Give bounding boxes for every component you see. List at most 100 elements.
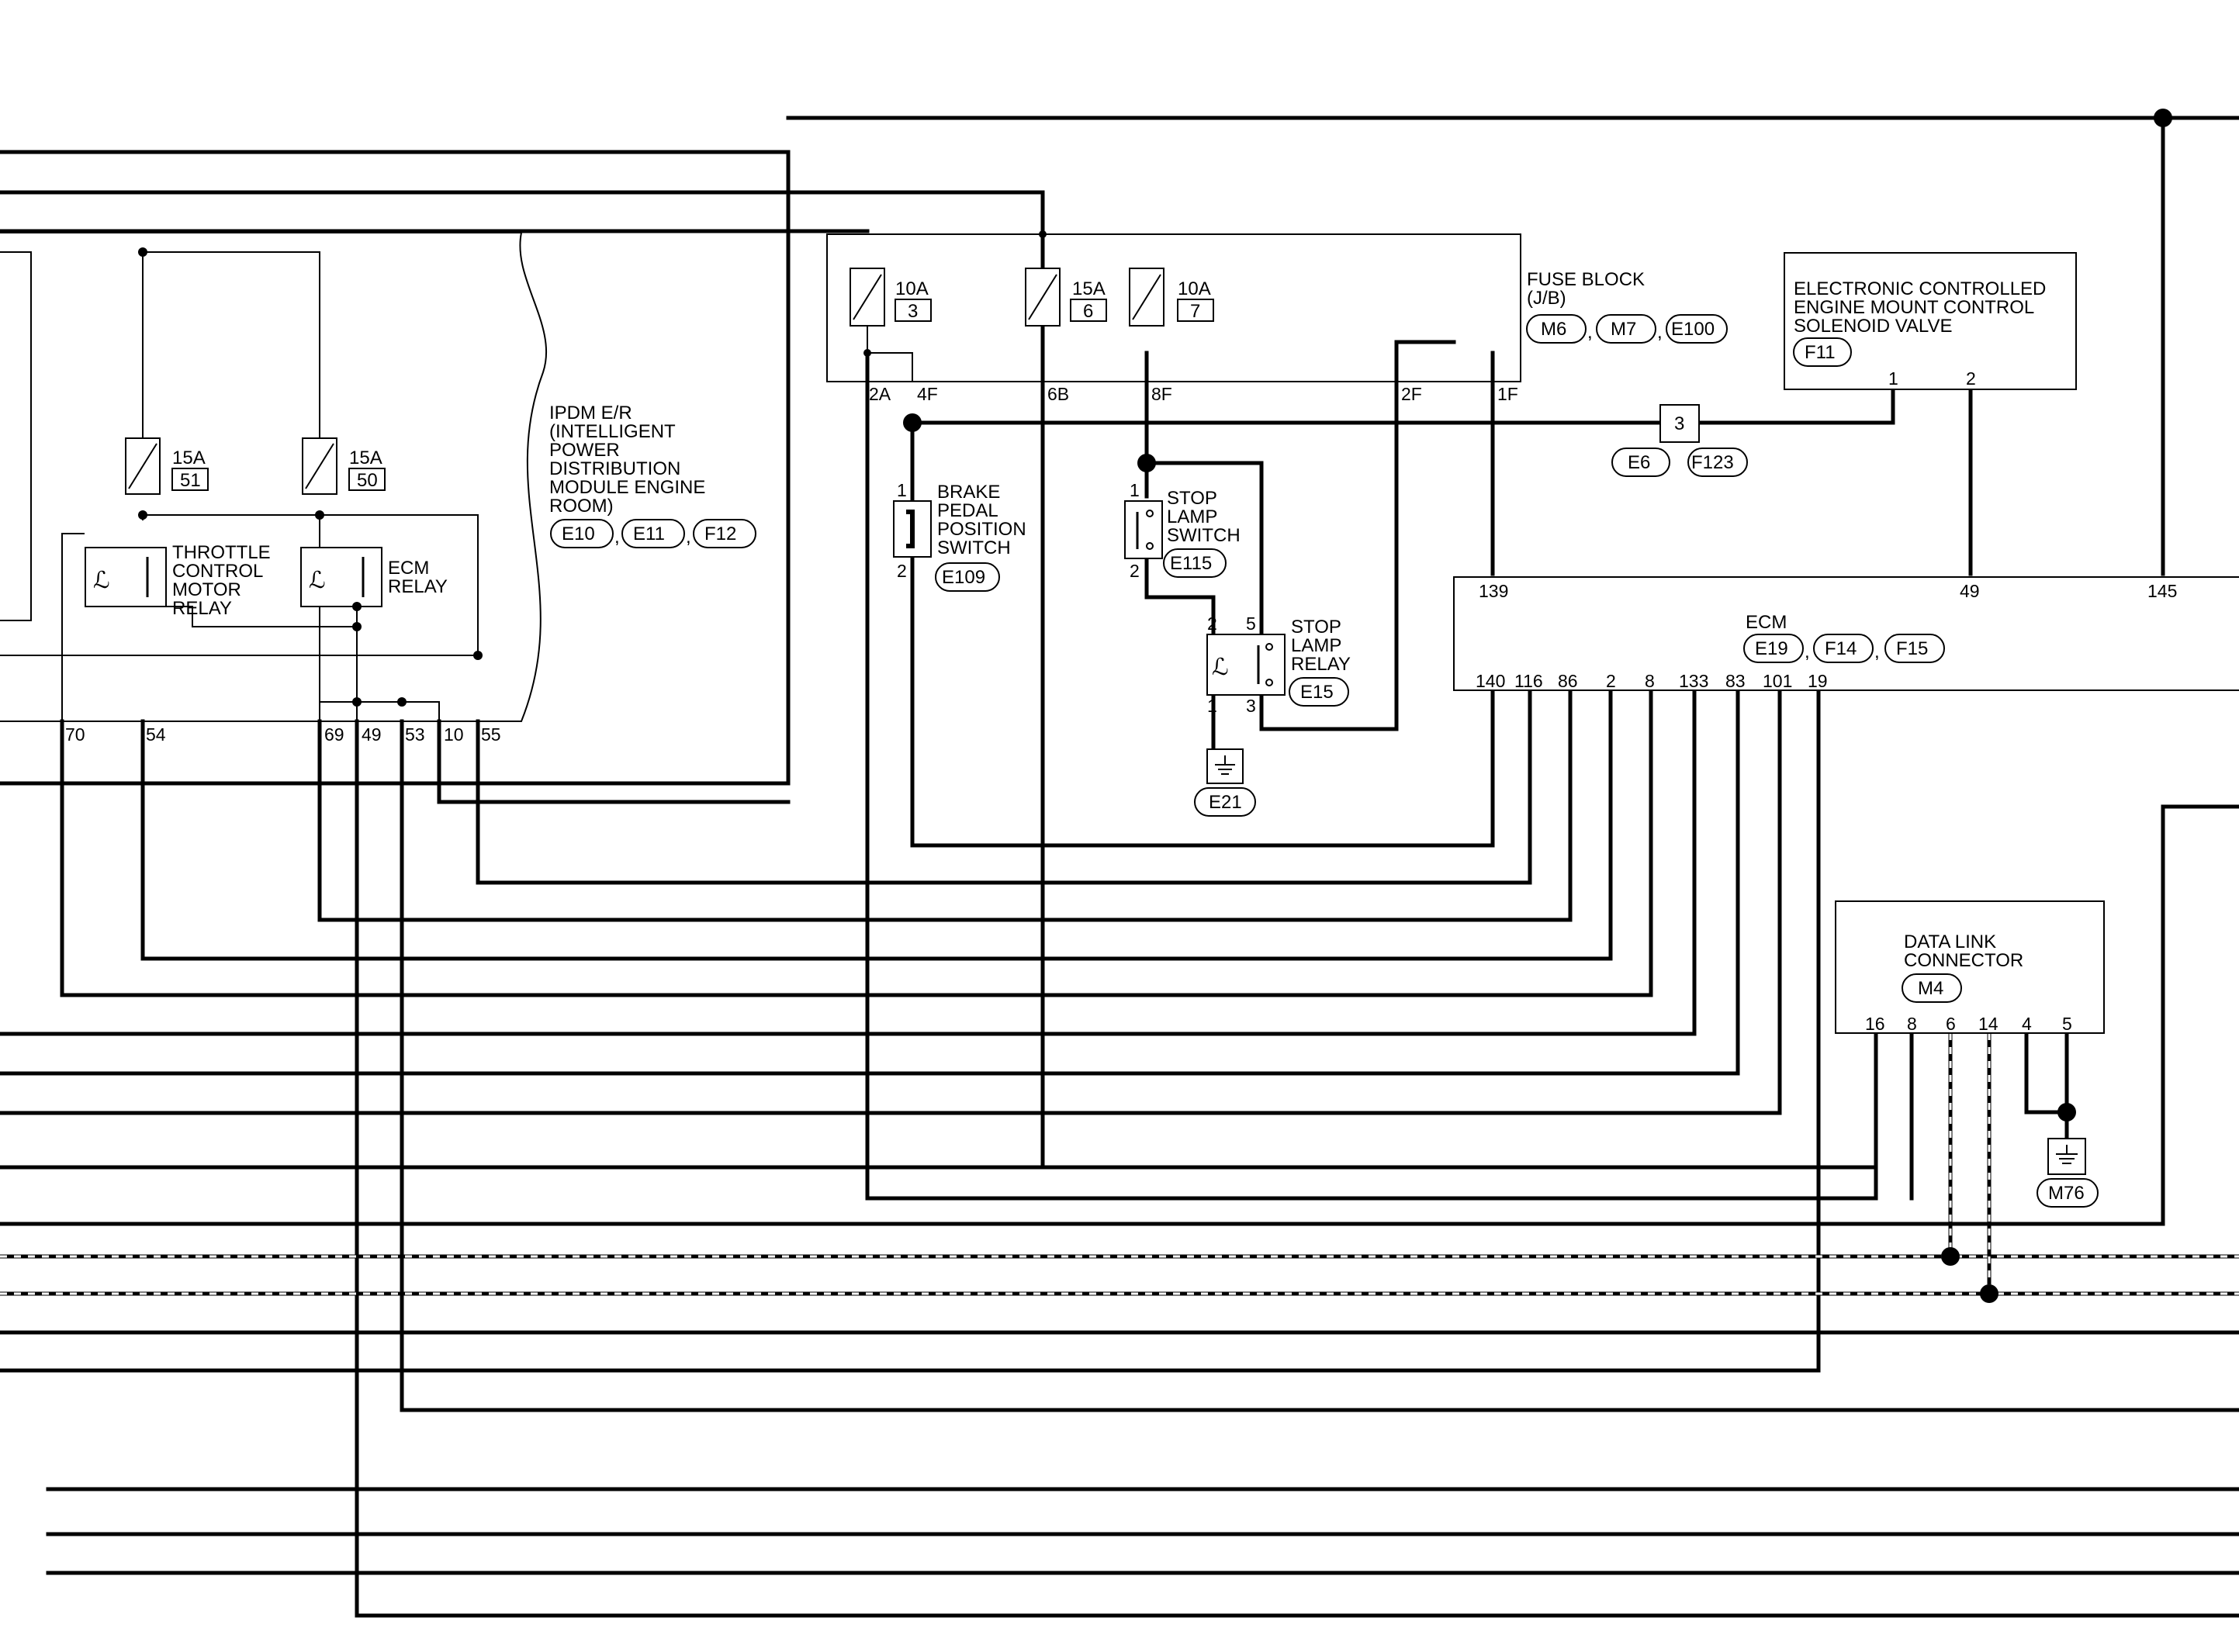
ecm-bottom-pin: 133	[1679, 671, 1708, 691]
wire-ecm-19	[0, 688, 1821, 1373]
junction-dot	[138, 510, 147, 520]
fuse-7-element	[1132, 274, 1161, 320]
fuse-block-pin: 4F	[917, 384, 938, 404]
stop-relay-pin-2: 2	[1207, 613, 1217, 634]
ipdm-connector-3: F12	[704, 524, 736, 544]
wire-pin10	[437, 719, 791, 804]
stop-switch-label-1: STOP	[1167, 488, 1217, 509]
ecm-bottom-pin: 19	[1808, 671, 1828, 691]
valve-title-1: ELECTRONIC CONTROLLED	[1794, 278, 2046, 299]
ground-icon	[1215, 755, 1235, 775]
dlc-pin: 14	[1978, 1014, 1998, 1034]
brake-switch-connector: E109	[942, 567, 985, 588]
connector-oval	[2037, 1178, 2099, 1208]
fuse-3-num-box	[895, 299, 932, 322]
ecm-relay: ℒ ECM RELAY	[300, 547, 448, 607]
joint-num: 3	[1674, 413, 1684, 434]
data-link-connector: DATA LINK CONNECTOR M4 16 8 6 14 4 5	[1835, 900, 2105, 1034]
connector-oval	[1611, 448, 1670, 477]
brake-switch-label-2: PEDAL	[937, 500, 998, 521]
ipdm-pin: 54	[146, 724, 166, 745]
throttle-relay-label-2: CONTROL	[172, 561, 263, 582]
ecm-relay-label-2: RELAY	[388, 576, 448, 597]
dlc-pin: 8	[1907, 1014, 1917, 1034]
fuse-6-amps: 15A	[1072, 278, 1106, 299]
wire-fb-4F-bus	[910, 385, 1895, 425]
coil-icon: ℒ	[93, 568, 110, 593]
wire-pin49	[355, 719, 2239, 1618]
stop-switch-pin-2: 2	[1130, 561, 1140, 581]
ipdm-pin: 53	[405, 724, 425, 745]
junction-dot	[138, 247, 147, 257]
wires	[0, 116, 2239, 1618]
fuse-block-pin: 1F	[1497, 384, 1518, 404]
wire-pin70	[60, 688, 1653, 997]
ipdm-title-2: (INTELLIGENT	[549, 421, 676, 442]
connector-oval	[1526, 314, 1587, 344]
fuse-51-element	[128, 443, 157, 489]
ipdm-er: 15A 51 15A 50 ℒ THROTTLE CONTROL MOTOR R…	[0, 232, 756, 745]
ipdm-connector-1: E10	[562, 524, 595, 544]
ipdm-title-5: MODULE ENGINE	[549, 477, 705, 498]
dlc-title-2: CONNECTOR	[1904, 950, 2023, 971]
fuse-block-connector-1: M6	[1541, 319, 1566, 340]
dlc-pin: 5	[2062, 1014, 2072, 1034]
coil-icon: ℒ	[1212, 655, 1229, 680]
throttle-relay-body	[85, 547, 167, 607]
wire-pin55	[476, 688, 1532, 885]
ecm-bottom-pin: 101	[1763, 671, 1792, 691]
ipdm-title-3: POWER	[549, 440, 620, 461]
fuse-block-title: FUSE BLOCK (J/B)	[1527, 269, 1645, 309]
fuse-block-pin: 8F	[1151, 384, 1172, 404]
connector-oval	[1884, 634, 1945, 663]
separator: ,	[686, 527, 691, 548]
stop-switch-connector: E115	[1170, 553, 1212, 574]
brake-switch-label-3: POSITION	[937, 519, 1026, 540]
ground-m76-connector: M76	[2048, 1183, 2085, 1204]
ground-icon	[2056, 1145, 2078, 1164]
fuse-7-num-box	[1177, 299, 1214, 322]
junction-dot	[352, 602, 362, 611]
valve-pin-2: 2	[1966, 368, 1976, 389]
contact-point	[1146, 510, 1154, 517]
connector-oval	[1793, 337, 1852, 367]
throttle-relay: ℒ THROTTLE CONTROL MOTOR RELAY	[85, 542, 271, 619]
switch-contact	[906, 510, 915, 548]
contact-point	[1146, 542, 1154, 550]
joint-box	[1659, 404, 1700, 443]
fuse-block-pin: 6B	[1047, 384, 1069, 404]
fuse-block-pins: 2A 4F 6B 8F 2F 1F	[869, 384, 1518, 404]
fuse-7-amps: 10A	[1178, 278, 1211, 299]
fuse-block-internal	[867, 230, 1397, 382]
ipdm-pin: 10	[444, 724, 464, 745]
fuse-51: 15A 51	[125, 437, 209, 495]
connector-oval	[1687, 448, 1748, 477]
joint-connector-1: E6	[1628, 452, 1650, 473]
ecm-bottom-pin: 116	[1514, 671, 1543, 691]
ecm-connector-2: F14	[1825, 638, 1857, 659]
connector-oval	[1743, 634, 1804, 663]
separator: ,	[1805, 641, 1810, 662]
stop-lamp-switch: 1 2 STOP LAMP SWITCH E115	[1124, 480, 1241, 581]
stop-relay-label-2: LAMP	[1291, 635, 1341, 656]
valve-title-3: SOLENOID VALVE	[1794, 316, 1953, 337]
ecm-bottom-pin: 8	[1645, 671, 1655, 691]
ground-m76: M76	[2037, 1138, 2099, 1208]
fuse-51-num-box	[171, 468, 209, 491]
dlc-pin: 6	[1946, 1014, 1956, 1034]
ipdm-pin: 70	[65, 724, 85, 745]
dlc-title-1: DATA LINK	[1904, 931, 1996, 952]
wire-fb-6B	[1040, 351, 1878, 1170]
wire-top-1	[0, 150, 791, 786]
ground-e21-connector: E21	[1209, 792, 1242, 813]
junction-dot	[2057, 1103, 2076, 1121]
fuse-block-connector-2: M7	[1611, 319, 1636, 340]
wire-ecm-83	[0, 688, 1740, 1076]
stop-relay-pin-5: 5	[1246, 613, 1256, 634]
wire-ipdm-left-1	[0, 251, 32, 621]
junction-dot	[315, 510, 324, 520]
connector-oval	[935, 562, 1000, 592]
stop-relay-connector: E15	[1300, 682, 1334, 703]
ecm-bottom-pin: 2	[1606, 671, 1616, 691]
stop-switch-pin-1: 1	[1130, 480, 1140, 500]
